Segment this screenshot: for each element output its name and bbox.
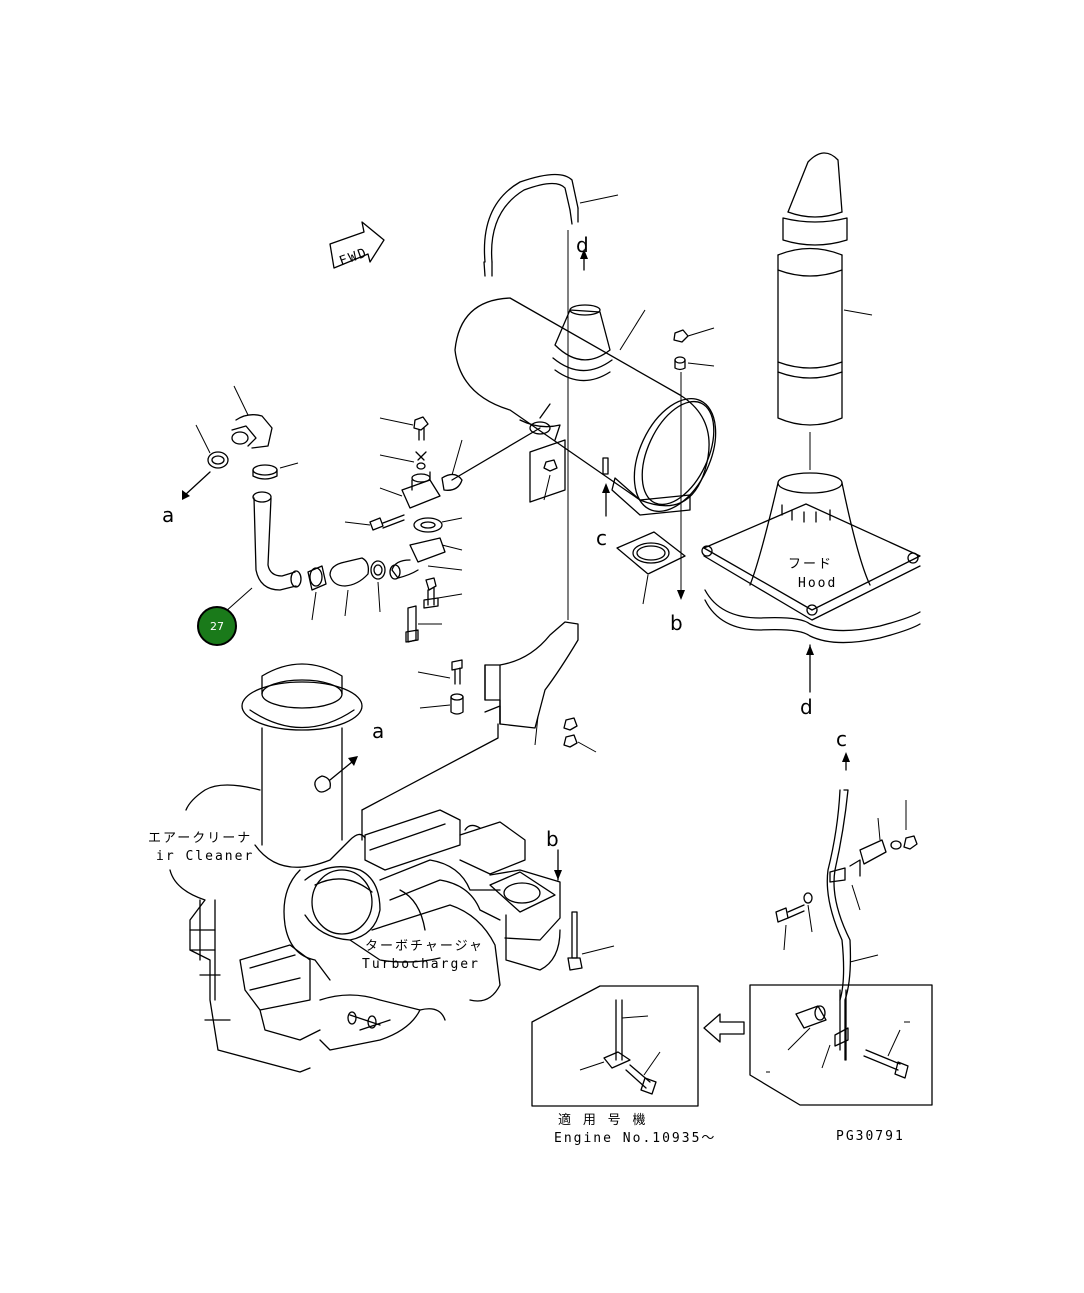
detail-box-right — [749, 984, 933, 1106]
ref-d-upper: d — [576, 233, 589, 257]
ref-b-lower: b — [546, 827, 559, 851]
drawing-number: PG30791 — [836, 1129, 905, 1144]
ref-c-lower: c — [836, 727, 847, 751]
ref-a-upper: a — [162, 503, 174, 527]
gasket — [616, 531, 686, 605]
hose-clamps — [307, 557, 386, 621]
ref-d-lower: d — [800, 695, 813, 719]
ref-c-upper: c — [596, 526, 607, 550]
applicable-jp-label: 適 用 号 機 — [558, 1112, 647, 1128]
detail-box-left — [531, 985, 699, 1107]
open-arrow-icon — [703, 1013, 745, 1043]
air-cleaner-en-label: ir Cleaner — [156, 849, 254, 864]
callout-27[interactable]: 27 — [197, 606, 237, 646]
muffler — [454, 297, 717, 516]
air-cleaner-jp-label: エアークリーナ — [148, 831, 252, 846]
fwd-label: FWD — [337, 245, 370, 269]
ref-b-upper-right: b — [670, 611, 683, 635]
hood-jp-label: フード — [788, 557, 833, 572]
turbo-en-label: Turbocharger — [362, 957, 480, 972]
air-cleaner: a エアークリーナ ir Cleaner — [148, 663, 384, 868]
fwd-arrow-icon: FWD — [329, 221, 385, 269]
callout-number: 27 — [210, 620, 224, 633]
elbow-parts — [344, 416, 541, 643]
hood: フード Hood d — [701, 472, 921, 719]
ref-a-lower: a — [372, 719, 384, 743]
exhaust-stack — [777, 152, 873, 470]
engine-no-label: Engine No.10935～ — [554, 1131, 716, 1146]
engine-block: ターボチャージャ Turbocharger b — [169, 809, 615, 1073]
turbo-jp-label: ターボチャージャ — [365, 939, 484, 954]
tube-bracket-assembly: c — [775, 727, 918, 1061]
pipe-assembly: a — [162, 385, 302, 613]
hood-en-label: Hood — [798, 576, 837, 591]
bracket-nut — [529, 439, 566, 503]
support-bracket — [484, 621, 597, 753]
strap: d — [483, 173, 619, 620]
bracket-bolts — [361, 659, 499, 841]
